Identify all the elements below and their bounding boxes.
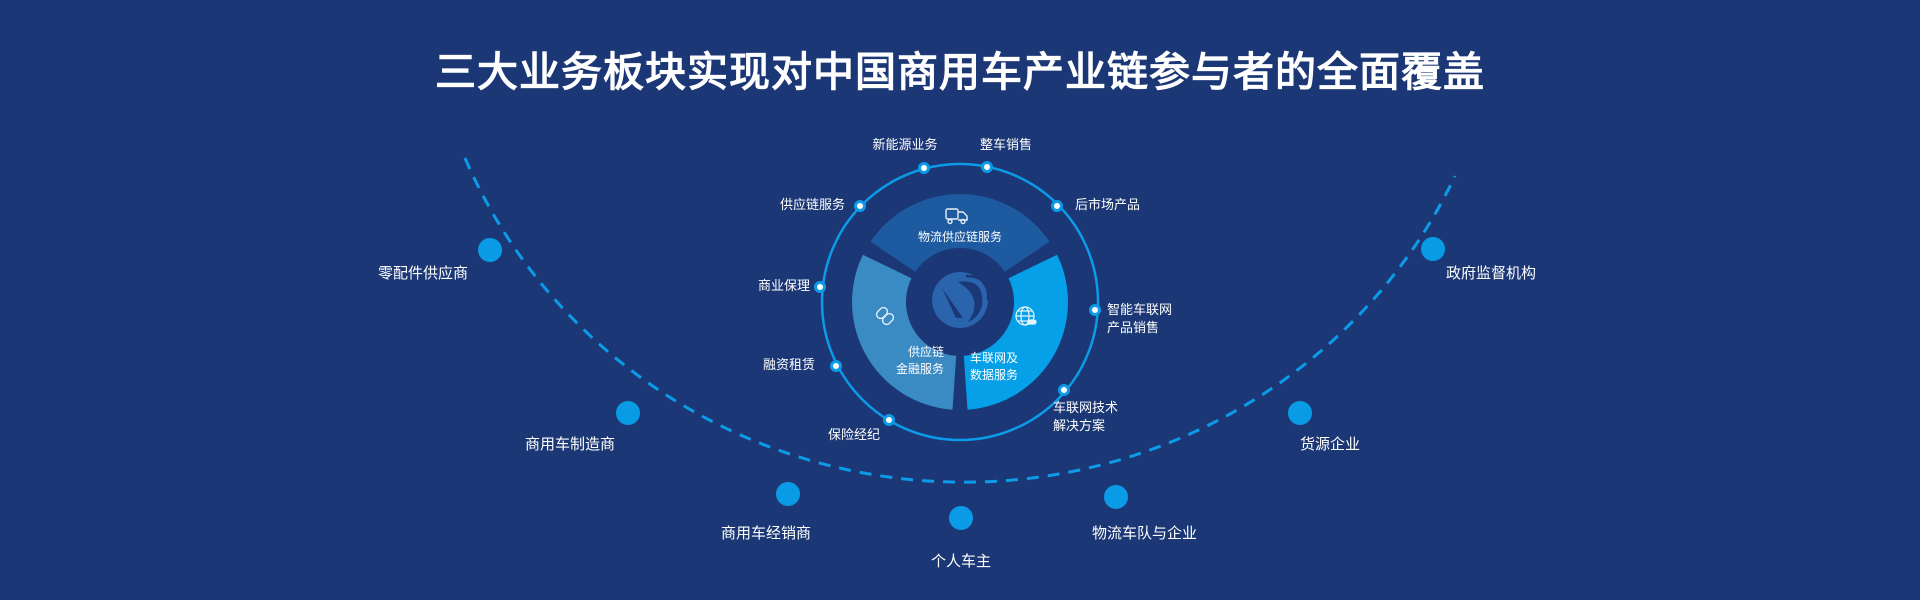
ring-label-leasing: 融资租赁 [762, 358, 815, 373]
participant-arc [463, 157, 1457, 484]
node-parts-supplier [478, 238, 502, 262]
segment-iov-label-line2: 数据服务 [970, 368, 1019, 382]
segment-logistics [870, 194, 1050, 272]
ring-label-factoring: 商业保理 [757, 279, 810, 294]
segment-iov-label-line1: 车联网及 [970, 351, 1019, 365]
ring-label-insurance: 保险经纪 [827, 428, 880, 443]
segment-finance-label-line1: 供应链 [907, 345, 944, 359]
ring-nodes [814, 161, 1101, 426]
segment-finance-label-line2: 金融服务 [895, 362, 944, 376]
participant-individual-owner: 个人车主 [931, 552, 992, 570]
chain-link-icon [875, 306, 895, 326]
node-government [1421, 237, 1445, 261]
page-title: 三大业务板块实现对中国商用车产业链参与者的全面覆盖 [435, 48, 1485, 96]
ring-label-vehicle-sales: 整车销售 [980, 138, 1033, 153]
ring-label-iov-solutions-line1: 车联网技术 [1053, 401, 1119, 416]
company-logo-icon [932, 272, 990, 328]
segment-logistics-label: 物流供应链服务 [918, 230, 1003, 244]
truck-icon [945, 208, 968, 225]
ring-label-iov-products-line2: 产品销售 [1107, 321, 1160, 336]
segment-iov [963, 254, 1068, 410]
participant-dealer: 商用车经销商 [721, 524, 812, 542]
ring-label-aftermarket: 后市场产品 [1075, 198, 1141, 213]
ring-label-iov-products-line1: 智能车联网 [1107, 303, 1173, 318]
ring-label-iov-products: 智能车联网 产品销售 [1107, 302, 1172, 338]
node-dealer [776, 482, 800, 506]
participant-logistics-fleet: 物流车队与企业 [1092, 524, 1198, 542]
ring-label-new-energy: 新能源业务 [872, 138, 938, 153]
participant-government: 政府监督机构 [1446, 264, 1537, 282]
segment-finance [852, 254, 957, 410]
participant-manufacturer: 商用车制造商 [525, 435, 616, 453]
globe-icon [1015, 306, 1037, 326]
ring-label-iov-solutions: 车联网技术 解决方案 [1053, 400, 1118, 436]
node-owner [949, 506, 973, 530]
node-manufacturer [616, 401, 640, 425]
segment-iov-label: 车联网及 数据服务 [970, 350, 1018, 384]
participant-cargo-owner: 货源企业 [1300, 435, 1361, 453]
participant-nodes [478, 237, 1445, 530]
node-fleet [1104, 485, 1128, 509]
participant-parts-supplier: 零配件供应商 [378, 264, 469, 282]
segment-finance-label: 供应链 金融服务 [888, 344, 944, 378]
ring-label-iov-solutions-line2: 解决方案 [1053, 419, 1106, 434]
node-cargo [1288, 401, 1312, 425]
service-ring [820, 162, 1100, 442]
ring-label-supply-chain: 供应链服务 [779, 198, 845, 213]
